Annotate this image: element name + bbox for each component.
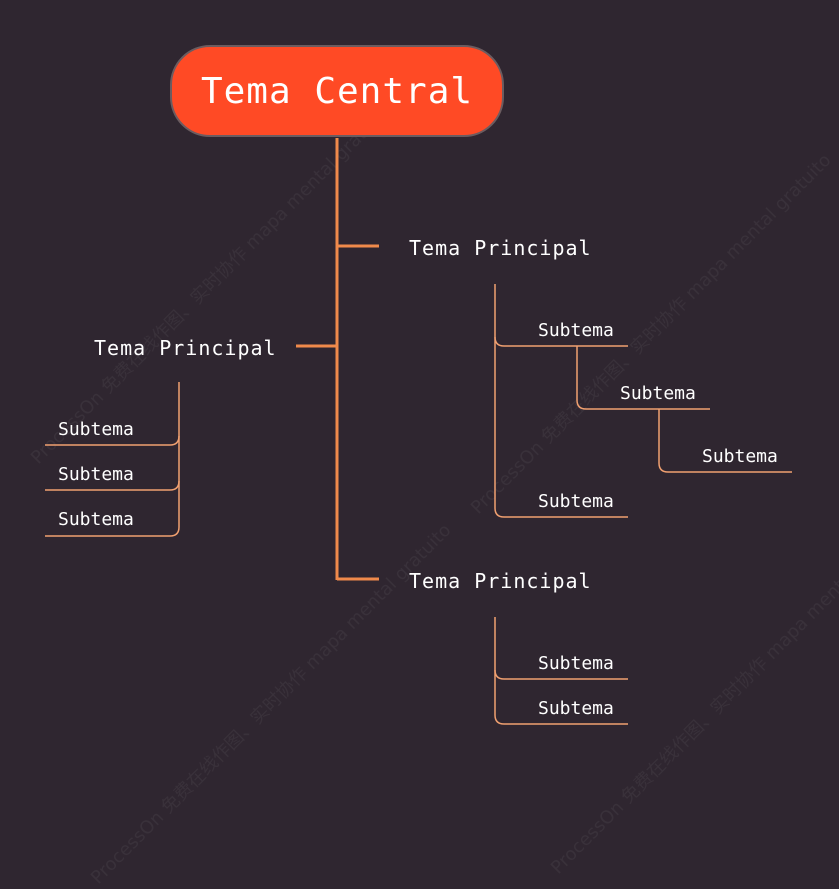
sub-connector (494, 617, 628, 725)
subtopic-node[interactable]: Subtema (538, 320, 614, 341)
subtopic-node[interactable]: Subtema (58, 464, 134, 485)
connector-canvas (45, 138, 792, 725)
sub-connector (45, 382, 180, 537)
central-topic-node[interactable]: Tema Central (170, 45, 504, 137)
sub-connector (45, 480, 180, 491)
subtopic-node[interactable]: Subtema (538, 653, 614, 674)
sub-connector (658, 409, 792, 473)
subtopic-node[interactable]: Subtema (538, 491, 614, 512)
subtopic-node[interactable]: Subtema (620, 383, 696, 404)
subtopic-node[interactable]: Subtema (58, 509, 134, 530)
main-topic-node[interactable]: Tema Principal (409, 569, 592, 593)
sub-connector (576, 346, 710, 410)
sub-connector (494, 336, 628, 347)
central-topic-label: Tema Central (200, 70, 474, 112)
subtopic-node[interactable]: Subtema (538, 698, 614, 719)
main-topic-node[interactable]: Tema Principal (409, 236, 592, 260)
main-topic-node[interactable]: Tema Principal (94, 336, 277, 360)
sub-connector (45, 435, 180, 446)
sub-connector (494, 669, 628, 680)
sub-connector (494, 284, 628, 518)
subtopic-node[interactable]: Subtema (702, 446, 778, 467)
subtopic-node[interactable]: Subtema (58, 419, 134, 440)
